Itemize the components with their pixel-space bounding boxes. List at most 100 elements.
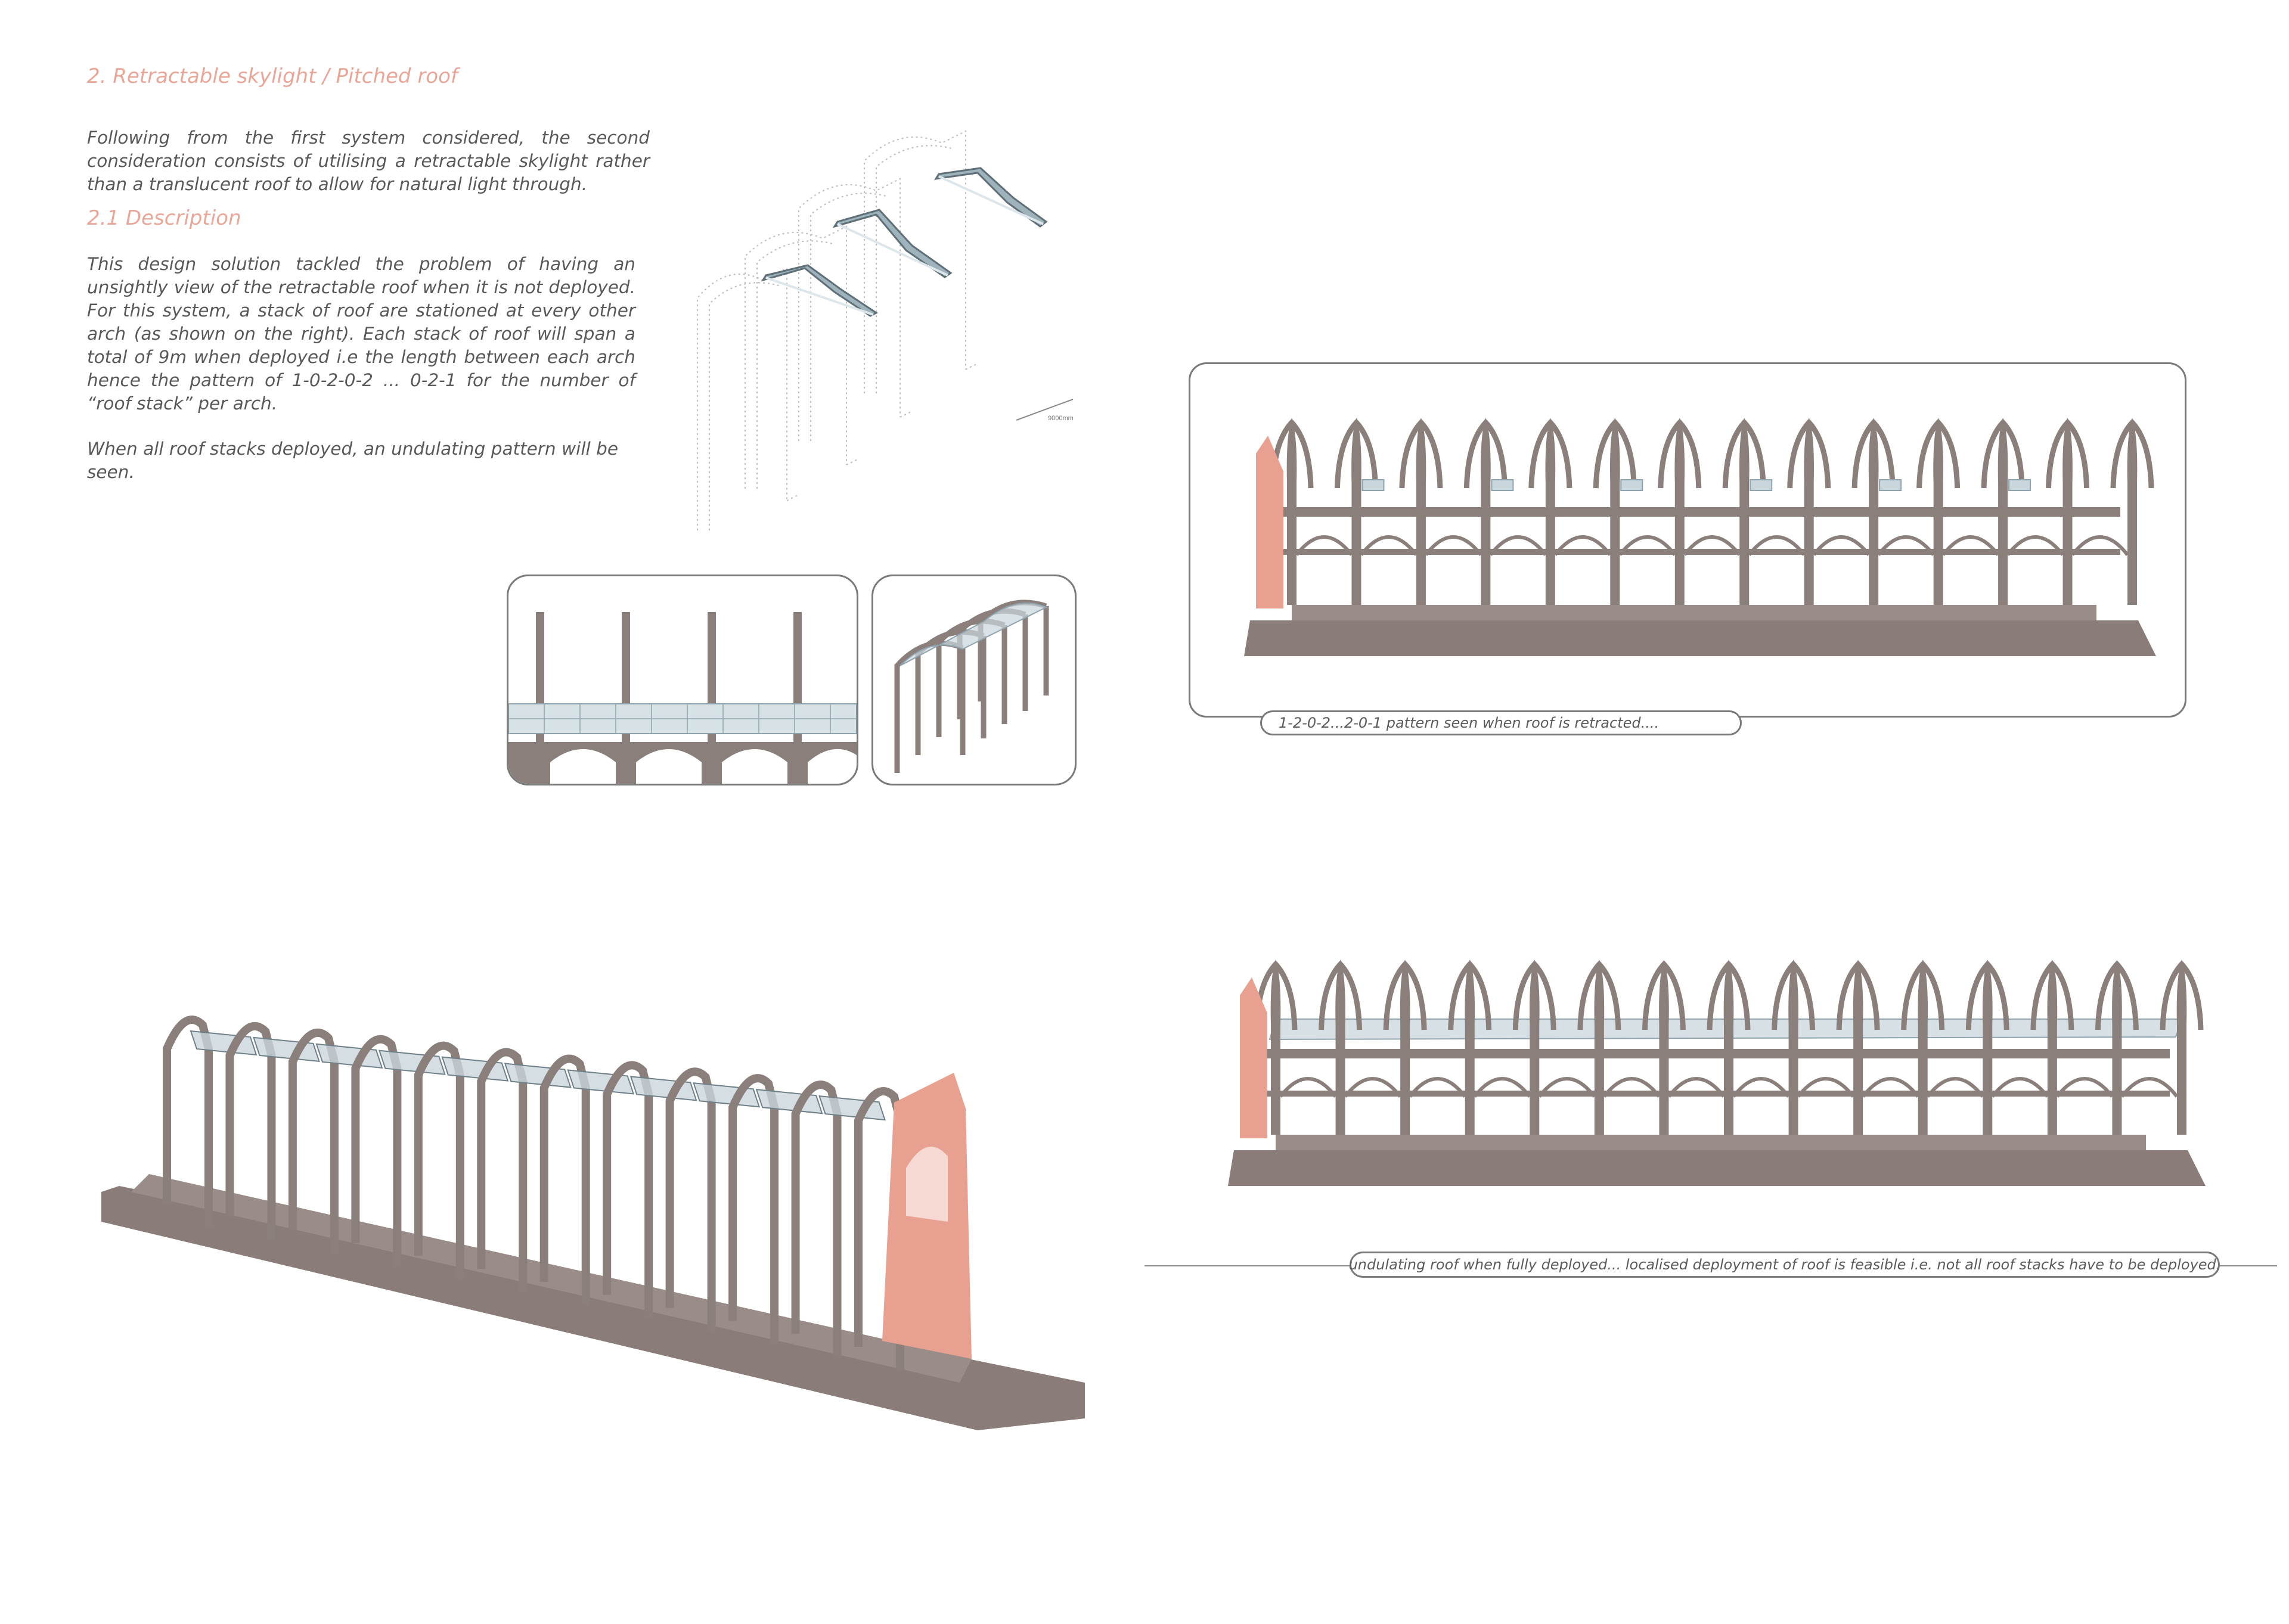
arch-stack-diagram: 9000mm	[697, 130, 1074, 530]
arcade-beam	[1280, 507, 2120, 517]
arcade-arch	[1797, 1077, 1855, 1098]
subsection-heading: 2.1 Description	[87, 206, 241, 230]
arcade-arch	[1279, 1077, 1337, 1098]
arch-rib	[2127, 418, 2138, 605]
arch-curve	[2110, 418, 2154, 489]
arcade-arch	[1732, 1077, 1790, 1098]
roof-stack-2	[832, 209, 953, 278]
arcade-arch	[1360, 535, 1418, 556]
arch-rib	[2176, 960, 2187, 1135]
arch-rib	[603, 1061, 653, 1319]
perspective-detail-frame	[871, 575, 1077, 785]
arch-curve	[1722, 418, 1766, 489]
arcade-arch	[2006, 535, 2064, 556]
deployed-caption-text: undulating roof when fully deployed... l…	[1348, 1256, 2221, 1273]
arch-curve	[1981, 418, 2025, 489]
arch-curve	[1577, 960, 1621, 1030]
arcade-arch	[1295, 535, 1353, 556]
floor-slab	[131, 1174, 972, 1383]
arch-rib	[1982, 960, 1993, 1135]
arcade-arch	[1941, 535, 2000, 556]
arcade-arch	[1424, 535, 1482, 556]
model-base	[1244, 620, 2156, 656]
arch-rib	[2047, 960, 2058, 1135]
arcade-arch	[1877, 535, 1935, 556]
arch-rib	[1335, 960, 1345, 1135]
arch-curve	[1642, 960, 1686, 1030]
arch-rib	[351, 1035, 402, 1267]
floor-slab	[1276, 1135, 2146, 1150]
arch-rib	[665, 1067, 716, 1332]
arch-rib	[2112, 960, 2122, 1135]
description-paragraph: This design solution tackled the problem…	[87, 254, 635, 414]
arch-rib	[854, 1087, 904, 1371]
arcade-arch	[2055, 1077, 2114, 1098]
arch-curve	[1512, 960, 1556, 1030]
arch-curve	[1383, 960, 1427, 1030]
arch-curve	[1463, 418, 1508, 489]
arch-curve	[1772, 960, 1816, 1030]
arch-rib	[1868, 418, 1879, 605]
arch-rib	[1416, 418, 1426, 605]
arch-curve	[1319, 960, 1363, 1030]
retracted-roof-render	[1244, 418, 2156, 656]
arch-curve	[1901, 960, 1945, 1030]
arcade-beam-lower	[1264, 1091, 2170, 1097]
arch-rib	[225, 1021, 276, 1241]
dimension-label: 9000mm	[1048, 415, 1074, 422]
deployed-caption: undulating roof when fully deployed... l…	[1348, 1252, 2221, 1278]
roof-stack	[1879, 479, 1902, 491]
roof-stack	[1491, 479, 1514, 491]
arcade-arch	[1990, 1077, 2049, 1098]
arcade-beam-lower	[1280, 549, 2120, 555]
arch-rib	[1351, 418, 1361, 605]
arch-rib	[1400, 960, 1410, 1135]
arch-curve	[1965, 960, 2009, 1030]
roof-stack	[1361, 479, 1385, 491]
gable-window	[906, 1147, 948, 1222]
arcade-arch	[1812, 535, 1871, 556]
elevation-detail-frame	[507, 575, 858, 785]
arch-rib	[1609, 418, 1620, 605]
arcade-arch	[1667, 1077, 1726, 1098]
perspective-render	[101, 1016, 1085, 1430]
arch-rib	[1481, 418, 1491, 605]
arcade-arch	[1618, 535, 1677, 556]
arch-rib	[1594, 960, 1605, 1135]
arch-rib	[1465, 960, 1475, 1135]
deployment-note: When all roof stacks deployed, an undula…	[87, 439, 618, 482]
roof-stack-3	[934, 167, 1048, 228]
arch-curve	[1658, 418, 1702, 489]
arcade-arch	[1553, 535, 1612, 556]
arch-rib	[1918, 960, 1928, 1135]
arcade-arch	[1408, 1077, 1467, 1098]
arcade-arch	[1861, 1077, 1920, 1098]
arch-rib	[791, 1080, 842, 1358]
arch-curve	[2046, 418, 2090, 489]
arcade-arch	[1747, 535, 1806, 556]
arcade-arch	[1473, 1077, 1531, 1098]
arch-rib	[1545, 418, 1556, 605]
arcade-arch	[1683, 535, 1741, 556]
model-base	[1228, 1150, 2206, 1186]
arcade-arch	[1537, 1077, 1596, 1098]
arch-curve	[1851, 418, 1896, 489]
arcade-arch	[1489, 535, 1547, 556]
retracted-caption: 1-2-0-2...2-0-1 pattern seen when roof i…	[1260, 710, 1742, 735]
model-base	[101, 1186, 1085, 1430]
section-heading: 2. Retractable skylight / Pitched roof	[87, 64, 458, 88]
arcade-arch	[1602, 1077, 1661, 1098]
arch-rib	[1788, 960, 1798, 1135]
arch-rib	[1998, 418, 2008, 605]
floor-slab	[1292, 605, 2096, 620]
arcade-arch	[1344, 1077, 1402, 1098]
arch-curve	[1593, 418, 1637, 489]
end-gable	[1240, 977, 1267, 1138]
arch-curve	[1528, 418, 1572, 489]
arcade-arch	[1926, 1077, 1984, 1098]
roof-stack	[1620, 479, 1643, 491]
arch-rib	[728, 1074, 779, 1345]
arch-curve	[1836, 960, 1880, 1030]
arch-curve	[1448, 960, 1492, 1030]
dimension-line	[1016, 399, 1074, 421]
